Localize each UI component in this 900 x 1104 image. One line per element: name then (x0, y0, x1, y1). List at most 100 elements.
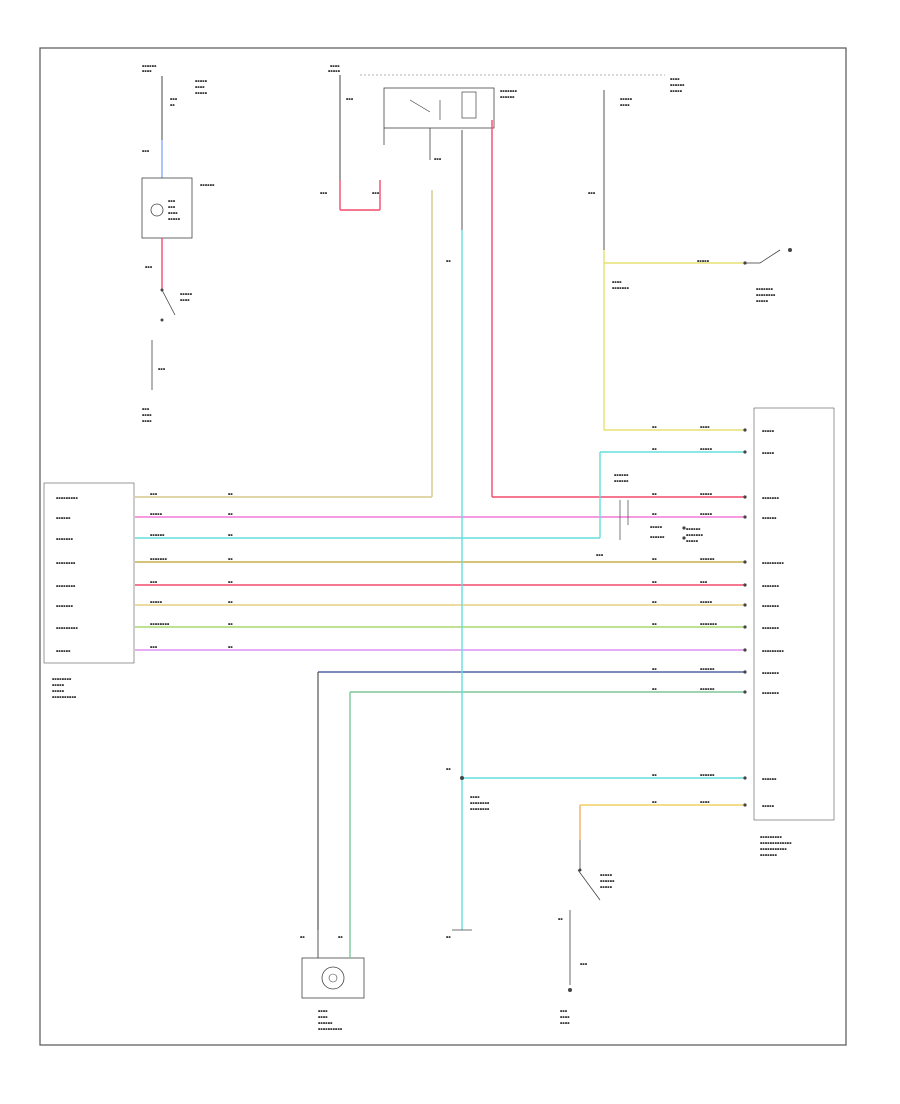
svg-text:▪▪▪▪: ▪▪▪▪ (620, 103, 630, 107)
svg-text:▪▪: ▪▪ (652, 447, 657, 451)
svg-text:▪▪▪▪▪▪▪▪: ▪▪▪▪▪▪▪▪ (470, 801, 490, 805)
svg-text:▪▪: ▪▪ (652, 425, 657, 429)
svg-text:▪▪▪: ▪▪▪ (588, 191, 596, 195)
svg-text:▪▪▪▪▪▪▪▪: ▪▪▪▪▪▪▪▪ (470, 807, 490, 811)
svg-text:▪▪▪▪▪▪: ▪▪▪▪▪▪ (700, 667, 715, 671)
svg-text:▪▪: ▪▪ (652, 600, 657, 604)
svg-text:▪▪▪▪▪▪▪: ▪▪▪▪▪▪▪ (686, 533, 704, 537)
svg-text:▪▪▪▪▪▪: ▪▪▪▪▪▪ (614, 479, 629, 483)
svg-text:▪▪▪: ▪▪▪ (346, 97, 354, 101)
bus-wires (135, 120, 745, 930)
svg-text:▪▪▪▪▪▪▪: ▪▪▪▪▪▪▪ (700, 622, 718, 626)
svg-text:▪▪: ▪▪ (558, 917, 563, 921)
svg-text:▪▪▪▪: ▪▪▪▪ (560, 1015, 570, 1019)
svg-text:▪▪: ▪▪ (228, 622, 233, 626)
svg-text:▪▪: ▪▪ (228, 533, 233, 537)
svg-text:▪▪▪▪▪▪▪: ▪▪▪▪▪▪▪ (500, 89, 518, 93)
svg-text:▪▪▪▪▪▪▪: ▪▪▪▪▪▪▪ (762, 496, 780, 500)
svg-text:▪▪▪: ▪▪▪ (142, 407, 150, 411)
right-pin-labels: ▪▪▪▪▪ ▪▪▪▪▪ ▪▪▪▪▪▪▪ ▪▪▪▪▪▪ ▪▪▪▪▪▪▪▪▪ ▪▪▪… (762, 429, 784, 808)
right-pins (743, 261, 747, 807)
svg-text:▪▪▪▪▪▪: ▪▪▪▪▪▪ (56, 516, 71, 520)
svg-text:▪▪▪▪▪▪▪▪▪: ▪▪▪▪▪▪▪▪▪ (56, 626, 78, 630)
svg-text:▪▪▪▪▪▪: ▪▪▪▪▪▪ (600, 879, 615, 883)
svg-text:▪▪▪▪▪▪▪▪: ▪▪▪▪▪▪▪▪ (52, 677, 72, 681)
svg-text:▪▪▪▪▪▪: ▪▪▪▪▪▪ (700, 687, 715, 691)
svg-text:▪▪: ▪▪ (170, 103, 175, 107)
svg-text:▪▪▪▪▪: ▪▪▪▪▪ (700, 447, 713, 451)
svg-text:▪▪▪▪▪▪▪▪▪: ▪▪▪▪▪▪▪▪▪ (760, 835, 782, 839)
svg-text:▪▪▪▪▪▪: ▪▪▪▪▪▪ (700, 773, 715, 777)
svg-text:▪▪▪: ▪▪▪ (158, 367, 166, 371)
svg-text:▪▪▪▪▪: ▪▪▪▪▪ (762, 451, 775, 455)
svg-text:▪▪: ▪▪ (228, 645, 233, 649)
svg-text:▪▪▪: ▪▪▪ (150, 492, 158, 496)
svg-text:▪▪▪▪▪▪: ▪▪▪▪▪▪ (762, 777, 777, 781)
svg-text:▪▪▪▪: ▪▪▪▪ (612, 280, 622, 284)
svg-text:▪▪▪▪: ▪▪▪▪ (195, 85, 205, 89)
svg-text:▪▪▪: ▪▪▪ (560, 1009, 568, 1013)
svg-text:▪▪▪▪: ▪▪▪▪ (142, 419, 152, 423)
svg-text:▪▪▪▪▪▪▪▪: ▪▪▪▪▪▪▪▪ (56, 561, 76, 565)
svg-text:▪▪▪▪: ▪▪▪▪ (142, 413, 152, 417)
svg-text:▪▪: ▪▪ (652, 773, 657, 777)
svg-text:▪▪▪▪▪: ▪▪▪▪▪ (328, 69, 341, 73)
svg-text:▪▪▪▪▪: ▪▪▪▪▪ (600, 885, 613, 889)
left-power-feed: ▪▪▪▪▪▪ ▪▪▪▪ ▪▪▪ ▪▪ ▪▪▪▪▪ ▪▪▪▪ ▪▪▪▪▪ ▪▪▪ (142, 64, 208, 178)
svg-text:▪▪▪▪: ▪▪▪▪ (700, 425, 710, 429)
svg-text:▪▪▪▪▪: ▪▪▪▪▪ (670, 89, 683, 93)
bottom-right-switch: ▪▪▪▪▪ ▪▪▪▪▪▪ ▪▪▪▪▪ ▪▪ ▪▪▪ ▪▪▪ ▪▪▪▪ ▪▪▪▪ (558, 840, 615, 1025)
svg-text:▪▪▪▪▪▪▪: ▪▪▪▪▪▪▪ (762, 604, 780, 608)
svg-text:▪▪: ▪▪ (338, 935, 343, 939)
svg-text:▪▪▪▪▪▪: ▪▪▪▪▪▪ (142, 64, 157, 68)
svg-text:▪▪▪: ▪▪▪ (145, 265, 153, 269)
svg-text:▪▪: ▪▪ (652, 492, 657, 496)
svg-text:▪▪▪: ▪▪▪ (150, 645, 158, 649)
svg-text:▪▪: ▪▪ (652, 622, 657, 626)
right-module: ▪▪▪▪▪▪▪▪▪ ▪▪▪▪▪▪▪▪▪▪▪▪▪ ▪▪▪▪▪▪▪▪▪▪▪ ▪▪▪▪… (753, 407, 835, 857)
svg-text:▪▪▪▪▪▪▪: ▪▪▪▪▪▪▪ (762, 584, 780, 588)
svg-text:▪▪▪▪: ▪▪▪▪ (318, 1015, 328, 1019)
svg-text:▪▪▪▪▪: ▪▪▪▪▪ (697, 259, 710, 263)
svg-text:▪▪▪▪▪▪: ▪▪▪▪▪▪ (200, 183, 215, 187)
bottom-left-sensor: ▪▪ ▪▪ ▪▪▪▪ ▪▪▪▪ ▪▪▪▪▪▪ ▪▪▪▪▪▪▪▪▪▪ (300, 930, 365, 1031)
svg-text:▪▪▪▪▪▪▪: ▪▪▪▪▪▪▪ (756, 287, 774, 291)
svg-text:▪▪▪▪▪: ▪▪▪▪▪ (650, 525, 663, 529)
svg-text:▪▪▪: ▪▪▪ (170, 97, 178, 101)
svg-text:▪▪▪▪: ▪▪▪▪ (318, 1009, 328, 1013)
svg-text:▪▪▪▪▪▪▪: ▪▪▪▪▪▪▪ (760, 853, 778, 857)
svg-text:▪▪▪▪▪▪: ▪▪▪▪▪▪ (614, 473, 629, 477)
svg-text:▪▪▪▪▪: ▪▪▪▪▪ (195, 91, 208, 95)
svg-text:▪▪▪▪: ▪▪▪▪ (560, 1021, 570, 1025)
svg-text:▪▪▪▪▪▪▪▪: ▪▪▪▪▪▪▪▪ (150, 622, 170, 626)
svg-text:▪▪▪▪▪: ▪▪▪▪▪ (620, 97, 633, 101)
svg-text:▪▪▪: ▪▪▪ (580, 962, 588, 966)
svg-text:▪▪: ▪▪ (228, 557, 233, 561)
svg-text:▪▪▪: ▪▪▪ (320, 191, 328, 195)
svg-text:▪▪▪▪▪: ▪▪▪▪▪ (700, 492, 713, 496)
svg-text:▪▪▪▪▪: ▪▪▪▪▪ (168, 217, 181, 221)
svg-text:▪▪▪▪: ▪▪▪▪ (142, 69, 152, 73)
svg-text:▪▪▪▪▪: ▪▪▪▪▪ (700, 600, 713, 604)
svg-text:▪▪▪▪▪: ▪▪▪▪▪ (762, 429, 775, 433)
blower-box: ▪▪▪ ▪▪▪ ▪▪▪▪ ▪▪▪▪▪ ▪▪▪▪▪▪ ▪▪▪ (141, 177, 215, 290)
svg-text:▪▪: ▪▪ (446, 767, 451, 771)
svg-text:▪▪▪▪▪: ▪▪▪▪▪ (600, 873, 613, 877)
left-switch: ▪▪▪▪▪ ▪▪▪▪ ▪▪▪ ▪▪▪ ▪▪▪▪ ▪▪▪▪ (142, 288, 193, 423)
svg-text:▪▪▪▪: ▪▪▪▪ (330, 64, 340, 68)
svg-text:▪▪▪▪▪▪: ▪▪▪▪▪▪ (318, 1021, 333, 1025)
svg-text:▪▪: ▪▪ (228, 600, 233, 604)
left-pin-labels: ▪▪▪▪▪▪▪▪▪ ▪▪▪▪▪▪ ▪▪▪▪▪▪▪ ▪▪▪▪▪▪▪▪ ▪▪▪▪▪▪… (56, 496, 78, 653)
svg-text:▪▪▪: ▪▪▪ (142, 149, 150, 153)
center-splice: ▪▪▪▪ ▪▪▪▪▪▪▪▪ ▪▪▪▪▪▪▪▪ ▪▪ ▪▪ (446, 259, 490, 811)
svg-text:▪▪▪▪▪▪: ▪▪▪▪▪▪ (762, 516, 777, 520)
svg-text:▪▪▪▪▪▪: ▪▪▪▪▪▪ (150, 533, 165, 537)
svg-text:▪▪▪▪: ▪▪▪▪ (470, 795, 480, 799)
svg-text:▪▪▪▪▪▪▪▪▪: ▪▪▪▪▪▪▪▪▪ (762, 649, 784, 653)
svg-text:▪▪▪▪▪▪: ▪▪▪▪▪▪ (686, 527, 701, 531)
svg-text:▪▪: ▪▪ (228, 512, 233, 516)
svg-text:▪▪▪▪▪▪▪▪▪▪▪▪▪: ▪▪▪▪▪▪▪▪▪▪▪▪▪ (760, 841, 792, 845)
svg-text:▪▪▪▪▪▪: ▪▪▪▪▪▪ (500, 95, 515, 99)
svg-text:▪▪▪▪: ▪▪▪▪ (180, 298, 190, 302)
svg-text:▪▪▪▪▪▪▪▪▪▪▪: ▪▪▪▪▪▪▪▪▪▪▪ (760, 847, 787, 851)
